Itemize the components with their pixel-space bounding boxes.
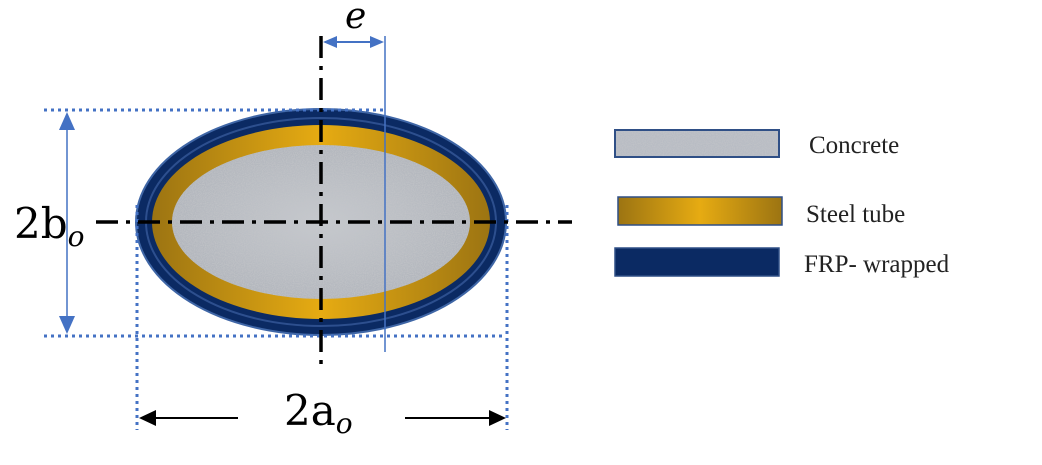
height-label-sub: o xyxy=(68,220,85,253)
eccentricity-dimension xyxy=(323,36,386,352)
width-label-sub: o xyxy=(336,407,353,440)
width-label-main: 2a xyxy=(284,386,336,435)
eccentricity-arrow-right xyxy=(370,36,384,48)
width-label: 2ao xyxy=(284,386,353,440)
legend-swatch-frp xyxy=(614,247,780,277)
eccentricity-arrow-left xyxy=(323,36,337,48)
height-label: 2bo xyxy=(14,199,84,253)
height-dimension xyxy=(59,112,75,334)
height-label-main: 2b xyxy=(14,199,68,248)
legend-label-frp: FRP- wrapped xyxy=(804,251,950,278)
width-arrow-left xyxy=(139,410,156,426)
legend-label-concrete: Concrete xyxy=(809,132,899,159)
legend-label-steel: Steel tube xyxy=(806,201,905,228)
eccentricity-label: e xyxy=(345,0,366,37)
height-arrow-top xyxy=(59,112,75,130)
legend-swatch-concrete-grain xyxy=(616,131,778,156)
width-dimension xyxy=(139,410,506,426)
height-arrow-bottom xyxy=(59,316,75,334)
legend-swatch-steel xyxy=(617,196,783,226)
legend: Concrete Steel tube FRP- wrapped xyxy=(614,129,950,278)
dimension-guides xyxy=(44,108,509,430)
center-lines xyxy=(96,36,572,370)
width-arrow-right xyxy=(489,410,506,426)
